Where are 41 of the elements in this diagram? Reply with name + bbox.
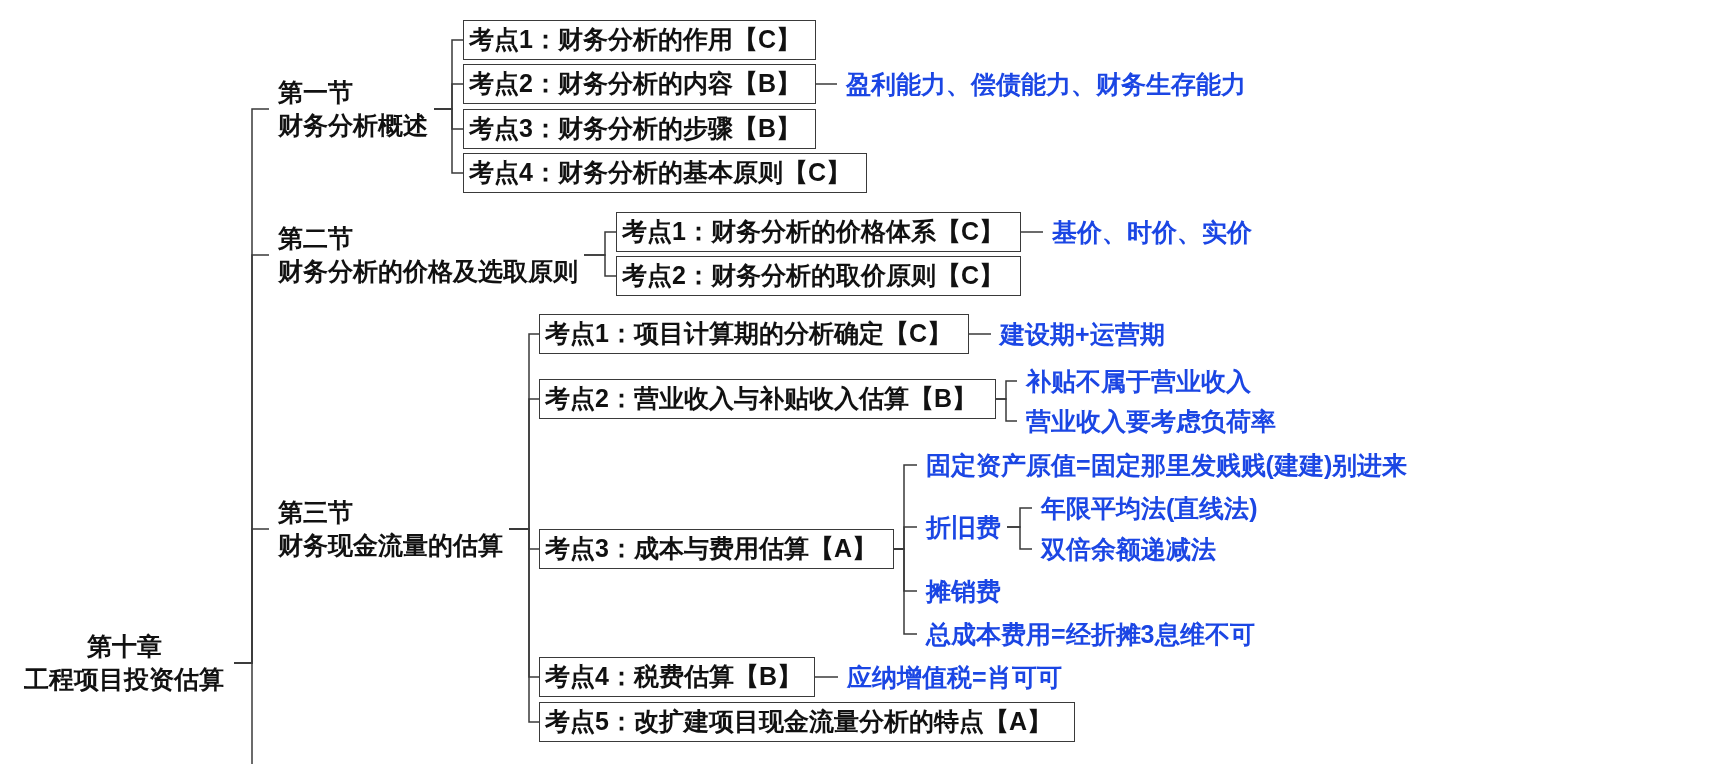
topic-box: 考点4：税费估算【B】	[539, 657, 815, 697]
note-text: 盈利能力、偿债能力、财务生存能力	[846, 67, 1246, 101]
section-title: 财务分析概述	[278, 110, 428, 141]
connector-line	[433, 108, 464, 174]
note-text: 双倍余额递减法	[1041, 532, 1216, 566]
topic-box: 考点2：财务分析的取价原则【C】	[616, 256, 1021, 296]
topic-box: 考点1：财务分析的价格体系【C】	[616, 212, 1021, 252]
connector-line	[1006, 526, 1033, 550]
connector-line	[995, 398, 1018, 422]
topic-box: 考点2：营业收入与补贴收入估算【B】	[539, 379, 996, 419]
section-number: 第二节	[278, 223, 354, 254]
connector-line	[814, 676, 839, 678]
topic-box: 考点4：财务分析的基本原则【C】	[463, 153, 867, 193]
connector-line	[815, 83, 838, 85]
connector-line	[1020, 231, 1044, 233]
section-number: 第一节	[278, 77, 354, 108]
note-text: 摊销费	[926, 574, 1001, 608]
topic-box: 考点2：财务分析的内容【B】	[463, 64, 816, 104]
connector-line	[233, 528, 270, 664]
note-text: 营业收入要考虑负荷率	[1026, 404, 1276, 438]
section-title: 财务分析的价格及选取原则	[278, 256, 578, 287]
topic-box: 考点1：项目计算期的分析确定【C】	[539, 314, 969, 354]
topic-box: 考点5：改扩建项目现金流量分析的特点【A】	[539, 702, 1075, 742]
section-title: 财务现金流量的估算	[278, 530, 503, 561]
note-text: 基价、时价、实价	[1052, 215, 1252, 249]
section-number: 第三节	[278, 497, 354, 528]
topic-box: 考点1：财务分析的作用【C】	[463, 20, 816, 60]
connector-line	[968, 333, 992, 335]
connector-line	[893, 548, 918, 635]
note-text: 折旧费	[926, 510, 1001, 544]
chapter-number: 第十章	[85, 631, 163, 662]
note-text: 补贴不属于营业收入	[1026, 364, 1251, 398]
note-text: 应纳增值税=肖可可	[847, 660, 1062, 694]
topic-box: 考点3：财务分析的步骤【B】	[463, 109, 816, 149]
note-text: 建设期+运营期	[1000, 317, 1165, 351]
note-text: 年限平均法(直线法)	[1041, 491, 1258, 525]
topic-box: 考点3：成本与费用估算【A】	[539, 529, 894, 569]
chapter-title: 工程项目投资估算	[23, 664, 225, 695]
note-text: 总成本费用=经折摊3息维不可	[926, 617, 1255, 651]
connector-line	[583, 254, 617, 277]
note-text: 固定资产原值=固定那里发贱贱(建建)别进来	[926, 448, 1408, 482]
